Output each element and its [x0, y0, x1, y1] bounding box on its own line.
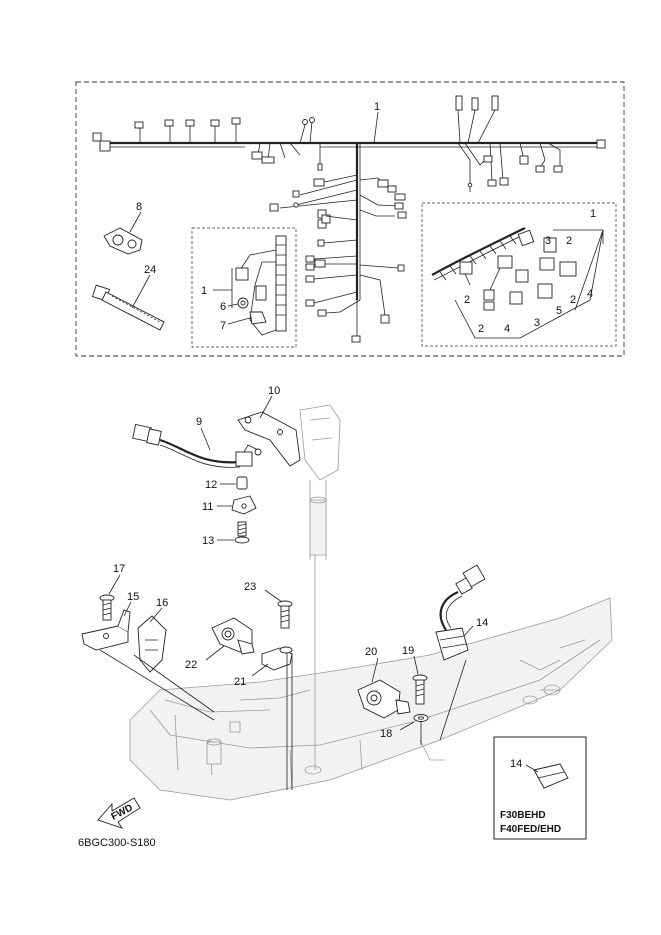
callout-14: 14	[476, 617, 488, 629]
cable-tie-part-24: 24	[91, 264, 165, 331]
harness-assembly-group: 1 8 24 1	[75, 81, 625, 357]
callout-8: 8	[136, 201, 142, 213]
callout-21: 21	[234, 676, 246, 688]
callout-18: 18	[380, 728, 392, 740]
callout-2-b: 2	[464, 294, 470, 306]
model-variant-box: 14 F30BEHD F40FED/EHD	[493, 736, 587, 840]
lead-part-14: 14	[435, 564, 488, 741]
callout-5: 5	[556, 305, 562, 317]
parts-21-22-23: 23 22 21	[185, 581, 293, 790]
parts-15-16-17: 17 15 16	[81, 563, 215, 721]
callout-4-b: 4	[587, 288, 593, 300]
callout-3-a: 3	[545, 235, 551, 247]
callout-9: 9	[196, 416, 202, 428]
callout-13: 13	[202, 535, 214, 547]
callout-22: 22	[185, 659, 197, 671]
inset-left-frame	[191, 227, 297, 348]
callout-11: 11	[202, 501, 213, 513]
switch-lead-part-9: 9	[132, 416, 262, 468]
callout-24: 24	[144, 264, 156, 276]
callout-17: 17	[113, 563, 125, 575]
parts-18-19-20: 20 19 18	[357, 645, 429, 745]
inset-right-frame	[421, 202, 617, 347]
clamp-part-8: 8	[103, 201, 143, 255]
callout-16: 16	[156, 597, 168, 609]
model-line-2: F40FED/EHD	[500, 824, 561, 835]
figure-code: 6BGC300-S180	[78, 837, 156, 849]
parts-11-12-13: 12 11 13	[202, 476, 257, 547]
callout-10: 10	[268, 385, 280, 397]
model-variant-frame	[493, 736, 587, 840]
callout-15: 15	[127, 591, 139, 603]
callout-3-b: 3	[534, 317, 540, 329]
callout-7: 7	[220, 320, 226, 332]
callout-14-inset: 14	[510, 758, 522, 770]
callout-4-a: 4	[504, 323, 510, 335]
callout-1-inset-left: 1	[201, 285, 207, 297]
callout-1-inset-right: 1	[590, 208, 596, 220]
inset-right-harness: 1 2 3 2 2 4 3 5 2 4	[431, 208, 604, 339]
callout-23: 23	[244, 581, 256, 593]
harness-dashed-frame	[75, 81, 625, 357]
callout-2-c: 2	[478, 323, 484, 335]
inset-left-harness: 1 6 7	[201, 235, 287, 336]
callout-19: 19	[402, 645, 414, 657]
bracket-part-10: 10	[237, 385, 341, 770]
callout-6: 6	[220, 301, 226, 313]
callout-2-d: 2	[570, 294, 576, 306]
model-line-1: F30BEHD	[500, 810, 546, 821]
callout-12: 12	[205, 479, 217, 491]
callout-2-a: 2	[566, 235, 572, 247]
callout-1-main: 1	[374, 101, 380, 113]
fwd-arrow: FWD	[97, 797, 141, 829]
callout-20: 20	[365, 646, 377, 658]
